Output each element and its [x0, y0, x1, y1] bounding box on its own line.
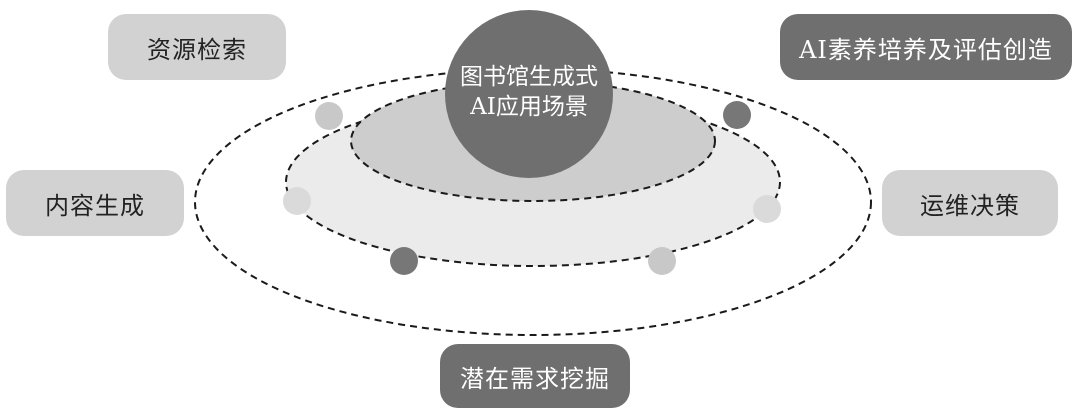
- ring-dot: [390, 247, 418, 275]
- ring-dot: [723, 101, 751, 129]
- label-operations-decision: 运维决策: [882, 170, 1058, 236]
- label-resource-retrieval: 资源检索: [108, 14, 286, 80]
- label-content-generation: 内容生成: [6, 170, 184, 236]
- center-title-line2: AI应用场景: [470, 94, 588, 120]
- center-title: 图书馆生成式 AI应用场景: [446, 62, 612, 122]
- label-latent-demand: 潜在需求挖掘: [440, 344, 630, 408]
- label-ai-literacy: AI素养培养及评估创造: [780, 14, 1072, 80]
- outer-ring: [194, 68, 872, 336]
- center-title-line1: 图书馆生成式: [460, 64, 598, 90]
- center-circle: [445, 10, 613, 178]
- ring-dot: [315, 102, 343, 130]
- ring-dot: [648, 247, 676, 275]
- ring-dot: [753, 195, 781, 223]
- ring-dot: [283, 187, 311, 215]
